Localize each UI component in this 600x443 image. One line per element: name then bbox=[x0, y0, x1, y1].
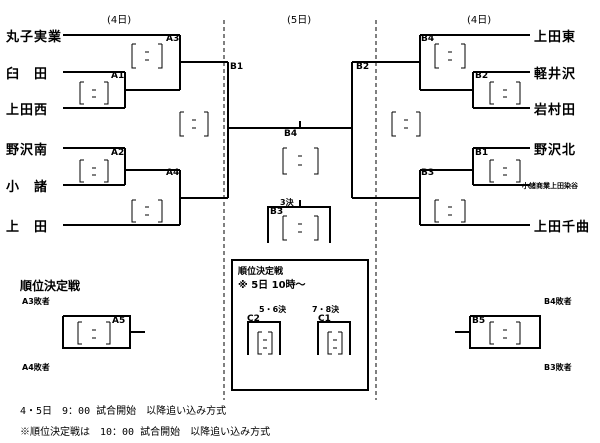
position-7-8-label: 7・8決 bbox=[312, 305, 340, 314]
a4-loser-label: A4敗者 bbox=[22, 363, 50, 372]
left-team-2: 臼 田 bbox=[6, 67, 49, 82]
match-label-b2-right: B2 bbox=[475, 71, 489, 81]
match-label-a2: A2 bbox=[111, 148, 125, 158]
day-header-left: (4日) bbox=[107, 15, 132, 26]
ranking-box-title: 順位決定戦 bbox=[238, 267, 284, 277]
ranking-title: 順位決定戦 bbox=[20, 279, 81, 293]
right-team-2: 軽井沢 bbox=[534, 67, 577, 82]
match-label-b2-left: B2 bbox=[356, 62, 370, 72]
match-label-a4: A4 bbox=[166, 168, 180, 178]
match-label-b3-center: B3 bbox=[270, 207, 284, 217]
day-header-center: (5日) bbox=[287, 15, 312, 26]
right-team-4: 野沢北 bbox=[534, 143, 577, 158]
match-label-b4-right: B4 bbox=[421, 34, 435, 44]
right-team-5: 小諸商業上田染谷 bbox=[522, 182, 578, 190]
position-5-6-label: 5・6決 bbox=[259, 305, 287, 314]
left-team-3: 上田西 bbox=[6, 103, 49, 118]
third-place-label: 3決 bbox=[280, 198, 294, 207]
match-label-a5: A5 bbox=[112, 316, 126, 326]
left-team-1: 丸子実業 bbox=[6, 30, 63, 45]
match-label-a3: A3 bbox=[166, 34, 180, 44]
match-label-b3-right: B3 bbox=[421, 168, 435, 178]
day-header-right: (4日) bbox=[467, 15, 492, 26]
schedule-note-1: 4・5日 9：00 試合開始 以降追い込み方式 bbox=[20, 406, 227, 417]
match-label-b1-left: B1 bbox=[230, 62, 244, 72]
match-label-c1: C1 bbox=[318, 314, 331, 324]
b3-loser-label: B3敗者 bbox=[544, 363, 572, 372]
match-label-b1-right: B1 bbox=[475, 148, 489, 158]
b4-loser-label: B4敗者 bbox=[544, 297, 572, 306]
match-label-c2: C2 bbox=[247, 314, 260, 324]
match-label-b4-center: B4 bbox=[284, 129, 298, 139]
schedule-note-2: ※順位決定戦は 10：00 試合開始 以降追い込み方式 bbox=[20, 427, 271, 438]
right-team-6: 上田千曲 bbox=[534, 220, 591, 235]
a3-loser-label: A3敗者 bbox=[22, 297, 50, 306]
ranking-box-time: ※ 5日 10時～ bbox=[238, 280, 306, 291]
left-team-4: 野沢南 bbox=[6, 143, 49, 158]
right-team-1: 上田東 bbox=[534, 30, 577, 45]
match-label-a1: A1 bbox=[111, 71, 125, 81]
left-team-6: 上 田 bbox=[6, 220, 49, 235]
left-team-5: 小 諸 bbox=[6, 180, 49, 195]
match-label-b5: B5 bbox=[472, 316, 486, 326]
right-team-3: 岩村田 bbox=[534, 103, 577, 118]
